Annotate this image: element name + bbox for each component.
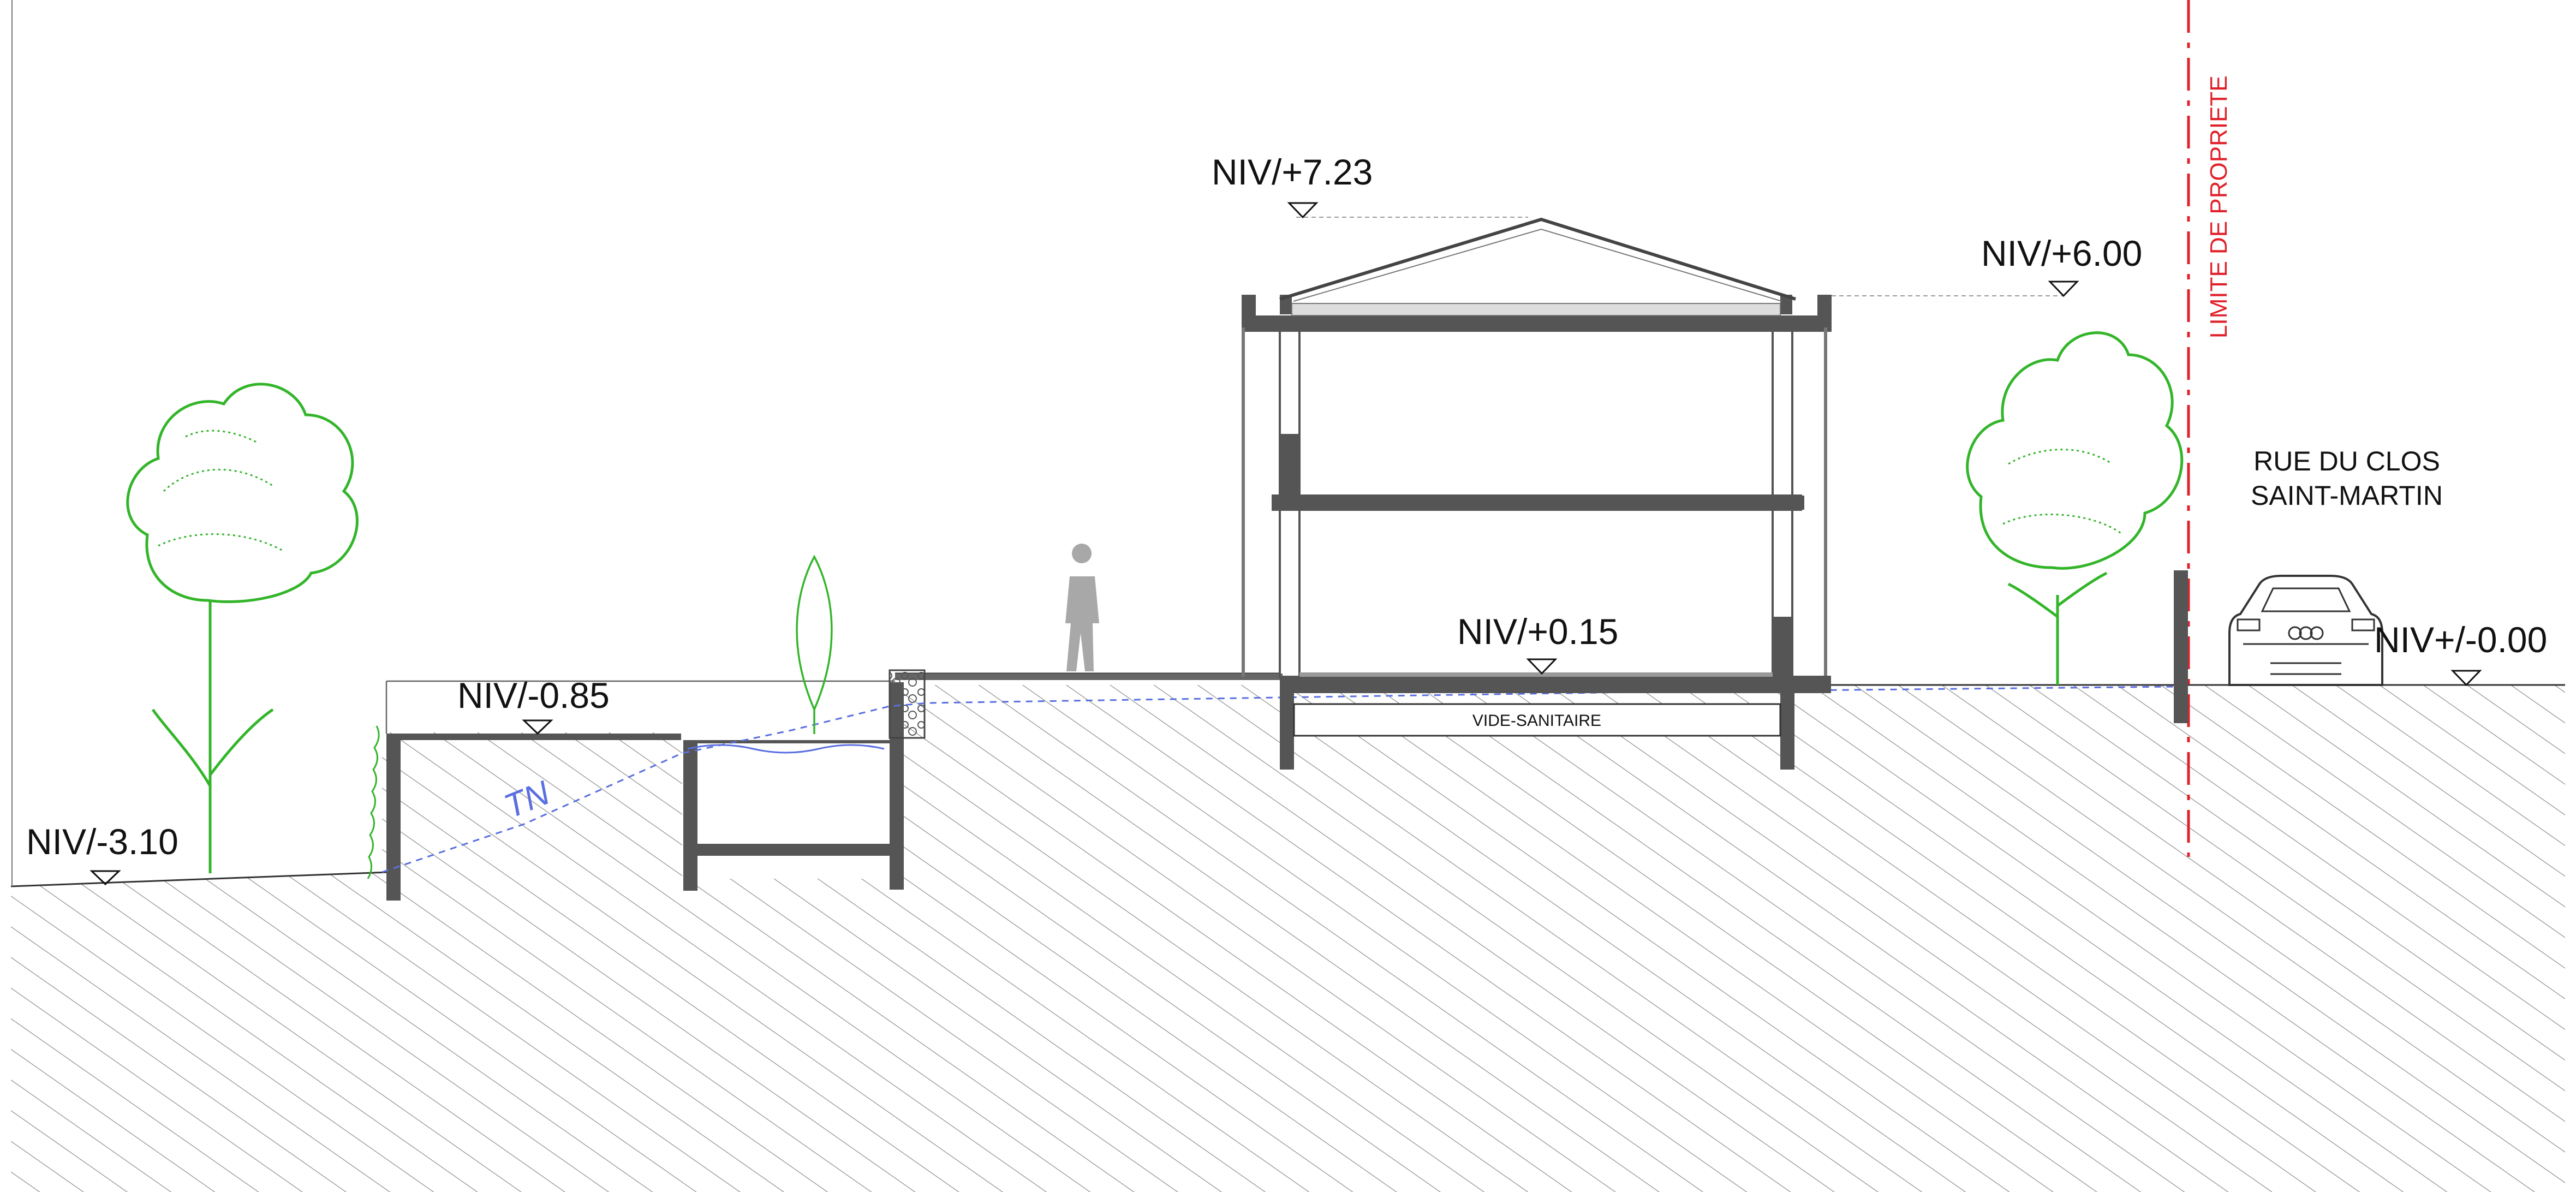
- terrace-slab-left: [386, 734, 681, 740]
- terrace-walkway: [895, 674, 1283, 680]
- vide-sanitaire-label: VIDE-SANITAIRE: [1472, 712, 1601, 730]
- triangle-down-icon: [2048, 281, 2079, 297]
- car-icon: [2228, 575, 2383, 686]
- tn-line: [381, 686, 2178, 873]
- tree-icon: [1966, 331, 2184, 570]
- street-name-line1: RUE DU CLOS: [2253, 446, 2440, 476]
- vine-plant: [367, 725, 380, 879]
- roof-inner-line: [1293, 228, 1782, 302]
- triangle-down-icon: [90, 870, 121, 886]
- level-ridge: NIV/+7.23: [1212, 152, 1373, 192]
- tree-icon: [126, 383, 359, 603]
- level-terrace: NIV/-0.85: [457, 675, 610, 716]
- crawl-space: [1293, 703, 1781, 737]
- street-wall: [2174, 570, 2188, 723]
- triangle-down-icon: [2450, 670, 2482, 687]
- level-floor: NIV/+0.15: [1457, 611, 1618, 652]
- triangle-down-icon: [522, 719, 553, 735]
- tree-right: [1966, 331, 2184, 685]
- roof-slab: [1242, 315, 1832, 332]
- level-eave: NIV/+6.00: [1981, 233, 2142, 273]
- floor-finish: [1299, 672, 1773, 677]
- balcony-ledge: [1779, 496, 1804, 510]
- basin-wall-left: [683, 740, 697, 891]
- level-street: NIV+/-0.00: [2374, 619, 2547, 660]
- retaining-wall-left: [386, 734, 401, 901]
- roof-insulation: [1291, 303, 1781, 316]
- level-low: NIV/-3.10: [26, 821, 178, 862]
- pitched-roof: [1279, 217, 1796, 301]
- crawl-space-wall-left: [1280, 693, 1294, 770]
- cypress-tree: [796, 555, 833, 734]
- person-figure: [1065, 544, 1099, 671]
- street-name-line2: SAINT-MARTIN: [2251, 480, 2443, 511]
- ground-hatch: [11, 685, 2565, 1192]
- parapet-right: [1780, 295, 1792, 314]
- cypress-icon: [796, 555, 833, 712]
- tree-left: [126, 383, 359, 873]
- property-limit-label: LIMITE DE PROPRIETE: [2205, 75, 2232, 338]
- window-frame-right-lower: [1773, 617, 1792, 677]
- building-section: VIDE-SANITAIRE: [1242, 217, 2063, 770]
- basin-floor: [683, 844, 904, 856]
- wall-right-outer: [1824, 327, 1827, 677]
- triangle-down-icon: [1526, 658, 1558, 675]
- basin-top: [683, 740, 904, 743]
- intermediate-floor: [1272, 494, 1802, 511]
- ground-floor-slab: [1280, 676, 1831, 693]
- car: [2228, 575, 2383, 686]
- person-icon: [1065, 544, 1099, 671]
- wall-left-outer: [1242, 327, 1245, 677]
- water-line: [687, 744, 885, 754]
- triangle-down-icon: [1287, 202, 1319, 219]
- crawl-space-wall-right: [1780, 693, 1794, 770]
- window-frame-left-upper: [1280, 434, 1299, 499]
